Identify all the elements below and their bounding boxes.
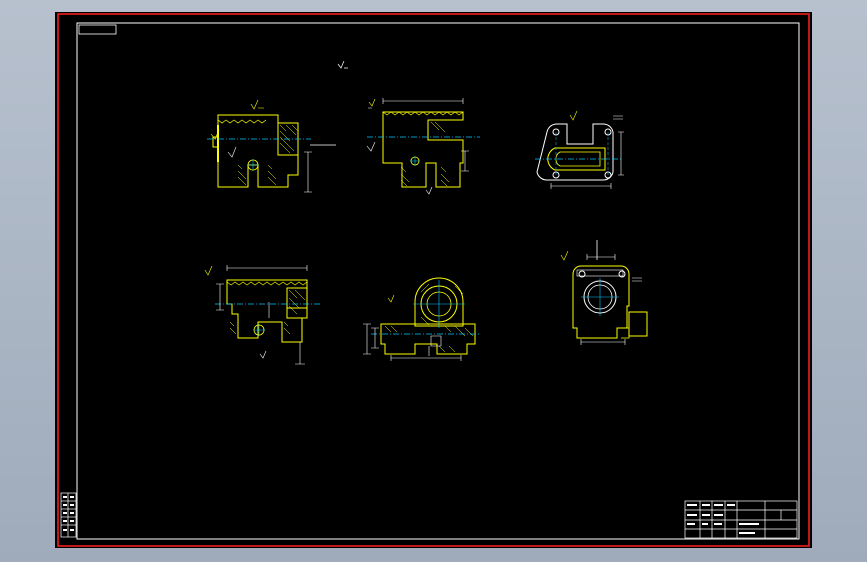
view-bottom-right (560, 240, 648, 345)
view-bottom-left (204, 265, 320, 365)
view-top-left (207, 99, 336, 193)
view-top-right (535, 110, 624, 189)
drawing-sheet (55, 12, 812, 548)
inner-border (76, 22, 800, 540)
revision-block (60, 492, 77, 538)
outer-frame (57, 13, 810, 547)
drawing-number-box (78, 24, 117, 35)
surface-mark (337, 60, 348, 69)
drawing-canvas (57, 13, 810, 547)
view-bottom-middle (363, 277, 479, 361)
title-block (684, 500, 798, 539)
view-top-middle (366, 98, 480, 195)
